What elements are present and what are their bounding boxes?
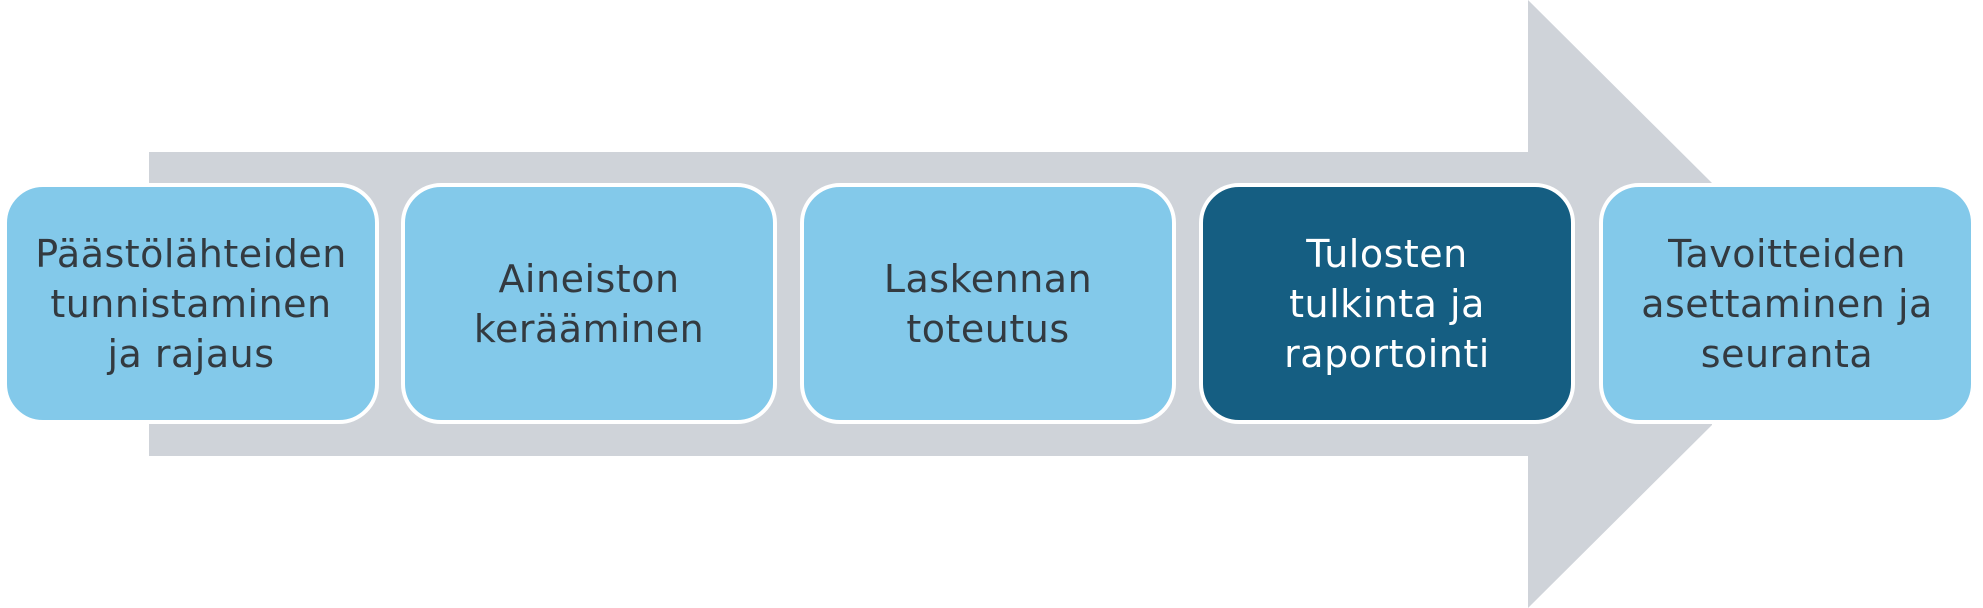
step-label-4: Tulosten tulkinta ja raportointi [1284, 231, 1490, 376]
step-box-4-highlighted: Tulosten tulkinta ja raportointi [1199, 183, 1575, 424]
step-box-5: Tavoitteiden asettaminen ja seuranta [1599, 183, 1975, 424]
step-label-2: Aineiston kerääminen [473, 256, 705, 351]
step-label-5: Tavoitteiden asettaminen ja seuranta [1641, 231, 1933, 376]
step-label-1: Päästölähteiden tunnistaminen ja rajaus [35, 231, 347, 376]
step-box-2: Aineiston kerääminen [401, 183, 777, 424]
step-box-1: Päästölähteiden tunnistaminen ja rajaus [3, 183, 379, 424]
step-label-3: Laskennan toteutus [883, 256, 1093, 351]
step-box-3: Laskennan toteutus [800, 183, 1176, 424]
